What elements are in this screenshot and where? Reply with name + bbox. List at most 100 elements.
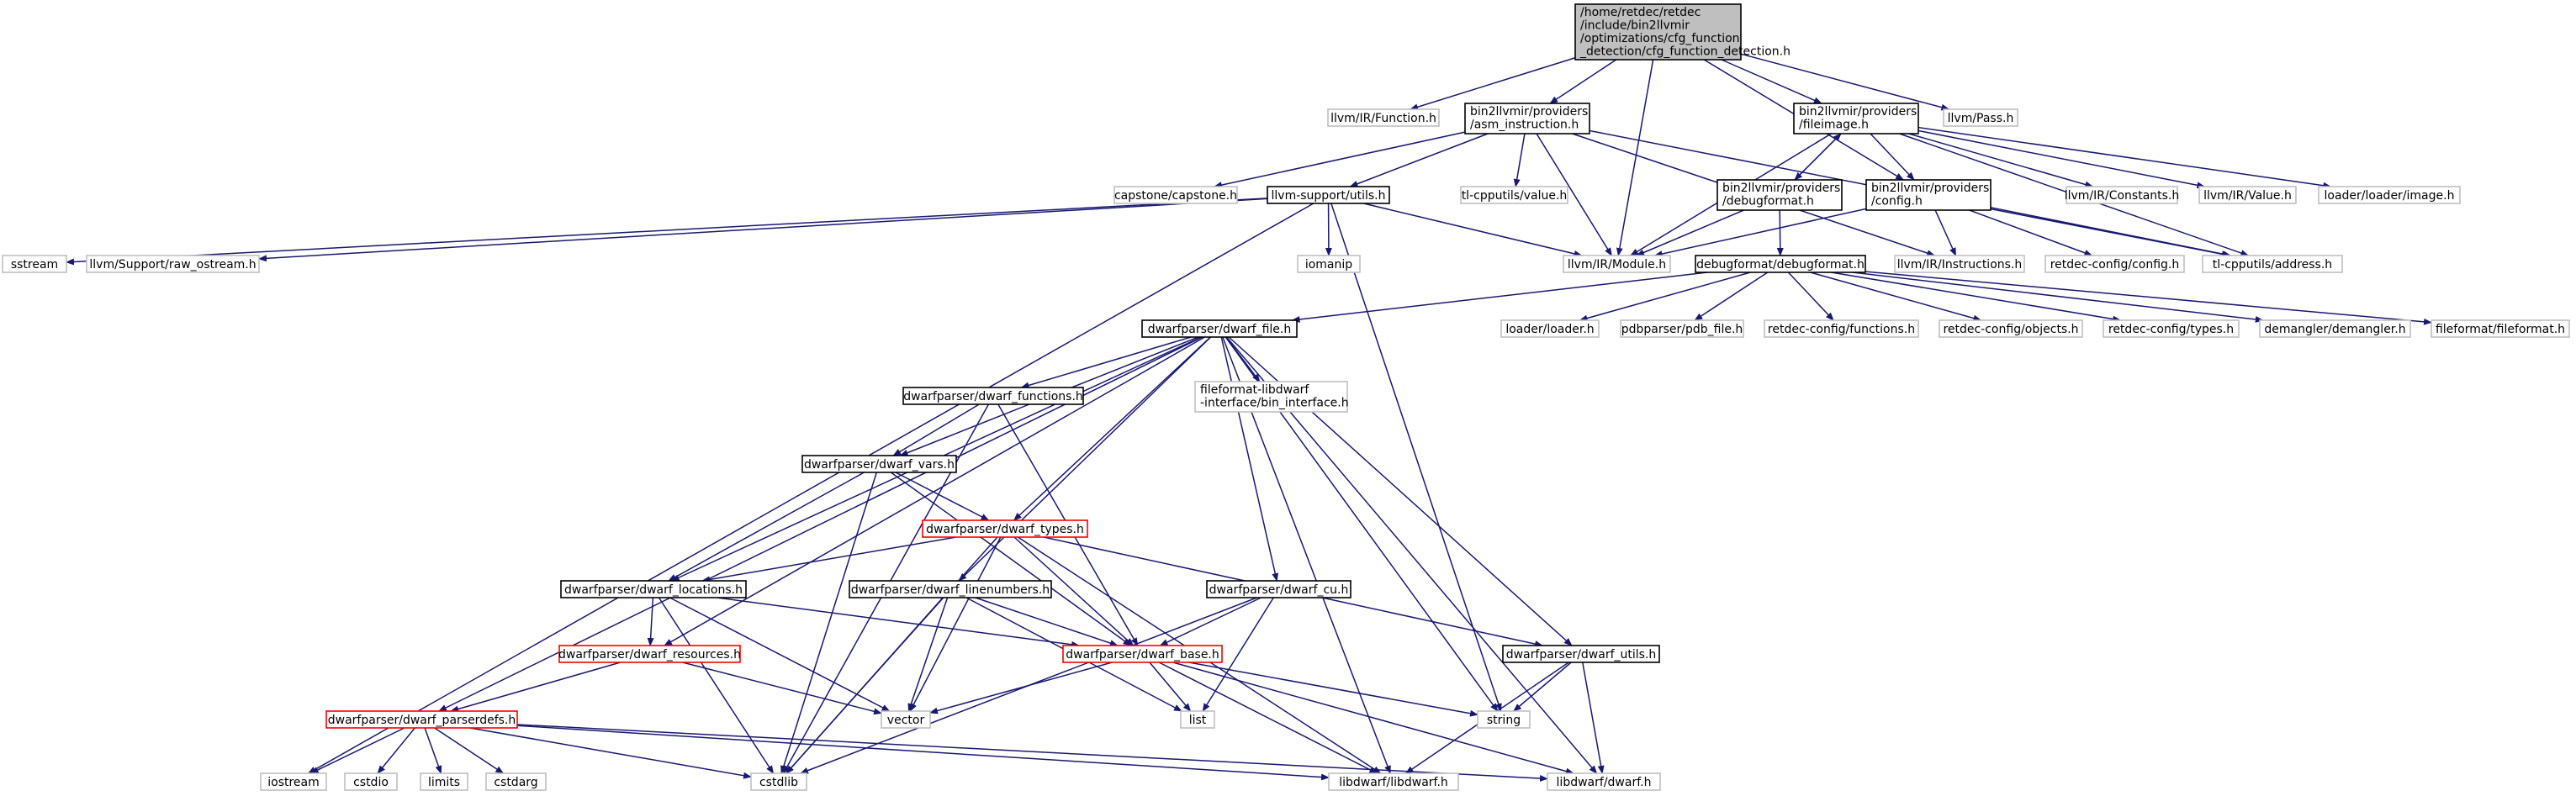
node-label: llvm/IR/Function.h — [1330, 112, 1436, 125]
edge-asm-instruction-to-capstone — [1213, 131, 1466, 188]
edge-dwarf-vars-to-dwarf-types — [895, 472, 990, 521]
node-label-line: iomanip — [1305, 258, 1352, 271]
node-label: iostream — [267, 776, 320, 789]
node-fileimage[interactable]: bin2llvmir/providers/fileimage.h — [1793, 103, 1919, 134]
node-box — [2044, 255, 2185, 273]
node-box — [325, 710, 518, 729]
node-dwarf-file[interactable]: dwarfparser/dwarf_file.h — [1141, 319, 1298, 338]
node-label-line: llvm/IR/Function.h — [1330, 112, 1436, 125]
edge-dwarf-resources-to-dwarf-parserdefs — [450, 662, 621, 713]
edge-dwarf-linenumbers-to-dwarf-base — [975, 597, 1119, 646]
node-label: libdwarf/dwarf.h — [1557, 776, 1652, 789]
node-label-line: string — [1487, 714, 1521, 727]
node-box — [344, 772, 398, 791]
node-label-line: /home/retdec/retdec — [1580, 6, 1701, 19]
node-box — [260, 772, 327, 791]
edge-root-to-llvm-module — [1616, 59, 1654, 256]
node-label-line: llvm/IR/Constants.h — [2065, 189, 2180, 203]
node-label: dwarfparser/dwarf_vars.h — [804, 458, 955, 472]
node-label: loader/loader.h — [1505, 323, 1594, 336]
node-dwarf-cu[interactable]: dwarfparser/dwarf_cu.h — [1206, 580, 1351, 598]
node-label: fileformat-libdwarf-interface/bin_interf… — [1200, 383, 1349, 410]
node-box — [2103, 319, 2240, 338]
node-box — [1328, 772, 1459, 791]
node-label: dwarfparser/dwarf_linenumbers.h — [851, 583, 1050, 597]
node-debugformat[interactable]: debugformat/debugformat.h — [1695, 255, 1866, 273]
node-box — [849, 580, 1052, 598]
edge-llvm-support-utils-to-iostream — [307, 203, 1314, 774]
node-label: dwarfparser/dwarf_cu.h — [1209, 583, 1349, 597]
node-box — [1062, 645, 1223, 663]
node-box — [1327, 108, 1440, 127]
node-llvm-support-utils[interactable]: llvm-support/utils.h — [1267, 186, 1390, 204]
node-label: demangler/demangler.h — [2264, 323, 2405, 336]
edge-dwarf-cu-to-dwarf-base — [1159, 597, 1262, 646]
node-dwarf-resources[interactable]: dwarfparser/dwarf_resources.h — [558, 645, 741, 663]
node-label: bin2llvmir/providers/debugformat.h — [1722, 182, 1840, 208]
edge-dwarf-base-to-libdwarf-dwarf — [1172, 662, 1574, 775]
node-box — [1894, 255, 2025, 273]
node-dwarf-parserdefs[interactable]: dwarfparser/dwarf_parserdefs.h — [325, 710, 518, 729]
node-label-line: retdec-config/types.h — [2108, 323, 2234, 336]
node-llvm-value: llvm/IR/Value.h — [2198, 186, 2297, 204]
node-box — [1477, 710, 1531, 729]
node-label-line: dwarfparser/dwarf_linenumbers.h — [851, 583, 1050, 597]
node-label-line: dwarfparser/dwarf_base.h — [1066, 648, 1219, 662]
node-label: sstream — [11, 258, 58, 271]
edge-debugformat-provider-to-llvm-module — [1636, 209, 1744, 256]
node-dwarf-functions[interactable]: dwarfparser/dwarf_functions.h — [902, 387, 1084, 405]
node-label: dwarfparser/dwarf_types.h — [926, 523, 1084, 536]
edge-dwarf-file-to-dwarf-types — [1013, 336, 1211, 521]
edge-debugformat-to-rc-types — [1831, 271, 2122, 323]
edge-dwarf-cu-to-list — [1202, 597, 1274, 712]
node-label: fileformat/fileformat.h — [2436, 323, 2565, 336]
node-config-provider[interactable]: bin2llvmir/providers/config.h — [1865, 179, 1992, 211]
node-label: dwarfparser/dwarf_resources.h — [558, 648, 741, 662]
node-tl-address: tl-cpputils/address.h — [2202, 255, 2343, 273]
edge-dwarf-types-to-vector — [909, 536, 1002, 712]
node-label: limits — [428, 776, 460, 789]
node-label-line: bin2llvmir/providers — [1470, 105, 1588, 119]
edge-debugformat-to-fileformat — [1865, 271, 2432, 325]
edge-dwarf-vars-to-dwarf-locations — [668, 472, 865, 582]
edge-root-to-llvm-pass — [1740, 53, 1950, 111]
node-label-line: loader/loader.h — [1505, 323, 1594, 336]
edge-dwarf-linenumbers-to-vector — [907, 597, 949, 712]
edge-dwarf-file-to-dwarf-resources — [664, 336, 1205, 646]
edge-dwarf-parserdefs-to-libdwarf-libdwarf — [516, 725, 1330, 781]
node-root[interactable]: /home/retdec/retdec/include/bin2llvmir/o… — [1574, 3, 1791, 61]
node-label: tl-cpputils/address.h — [2213, 258, 2332, 271]
node-box — [1267, 186, 1390, 204]
node-label-line: llvm/Support/raw_ostream.h — [89, 258, 256, 271]
node-libdwarf-dwarf: libdwarf/dwarf.h — [1547, 772, 1661, 791]
node-label-line: dwarfparser/dwarf_cu.h — [1209, 583, 1349, 597]
node-iostream: iostream — [260, 772, 327, 791]
nodes-layer: /home/retdec/retdec/include/bin2llvmir/o… — [2, 3, 2570, 791]
node-dwarf-utils[interactable]: dwarfparser/dwarf_utils.h — [1502, 645, 1660, 663]
edge-dwarf-vars-to-cstdlib — [780, 472, 878, 774]
node-demangler: demangler/demangler.h — [2259, 319, 2411, 338]
node-label-line: llvm/IR/Module.h — [1568, 258, 1666, 271]
node-label-line: debugformat/debugformat.h — [1696, 258, 1865, 271]
node-raw-ostream: llvm/Support/raw_ostream.h — [86, 255, 260, 273]
node-retdec-config: retdec-config/config.h — [2044, 255, 2185, 273]
edge-dwarf-vars-to-dwarf-base — [890, 472, 1132, 646]
node-label: dwarfparser/dwarf_functions.h — [903, 390, 1083, 403]
node-dwarf-locations[interactable]: dwarfparser/dwarf_locations.h — [560, 580, 747, 598]
node-box — [1297, 255, 1361, 273]
node-tl-value: tl-cpputils/value.h — [1460, 186, 1568, 204]
node-label: dwarfparser/dwarf_locations.h — [564, 583, 743, 597]
node-asm-instruction[interactable]: bin2llvmir/providers/asm_instruction.h — [1464, 103, 1590, 134]
node-dwarf-vars[interactable]: dwarfparser/dwarf_vars.h — [801, 455, 957, 473]
node-label: llvm/IR/Constants.h — [2065, 189, 2180, 203]
node-dwarf-base[interactable]: dwarfparser/dwarf_base.h — [1062, 645, 1223, 663]
node-label-line: dwarfparser/dwarf_types.h — [926, 523, 1084, 536]
node-dwarf-linenumbers[interactable]: dwarfparser/dwarf_linenumbers.h — [849, 580, 1052, 598]
node-dwarf-types[interactable]: dwarfparser/dwarf_types.h — [922, 519, 1088, 538]
node-label: loader/loader/image.h — [2325, 189, 2455, 203]
node-box — [1502, 645, 1660, 663]
node-debugformat-provider[interactable]: bin2llvmir/providers/debugformat.h — [1716, 179, 1843, 211]
edge-debugformat-to-demangler — [1852, 271, 2264, 323]
edge-asm-instruction-to-llvm-module — [1536, 133, 1612, 256]
node-label-line: dwarfparser/dwarf_vars.h — [804, 458, 955, 472]
